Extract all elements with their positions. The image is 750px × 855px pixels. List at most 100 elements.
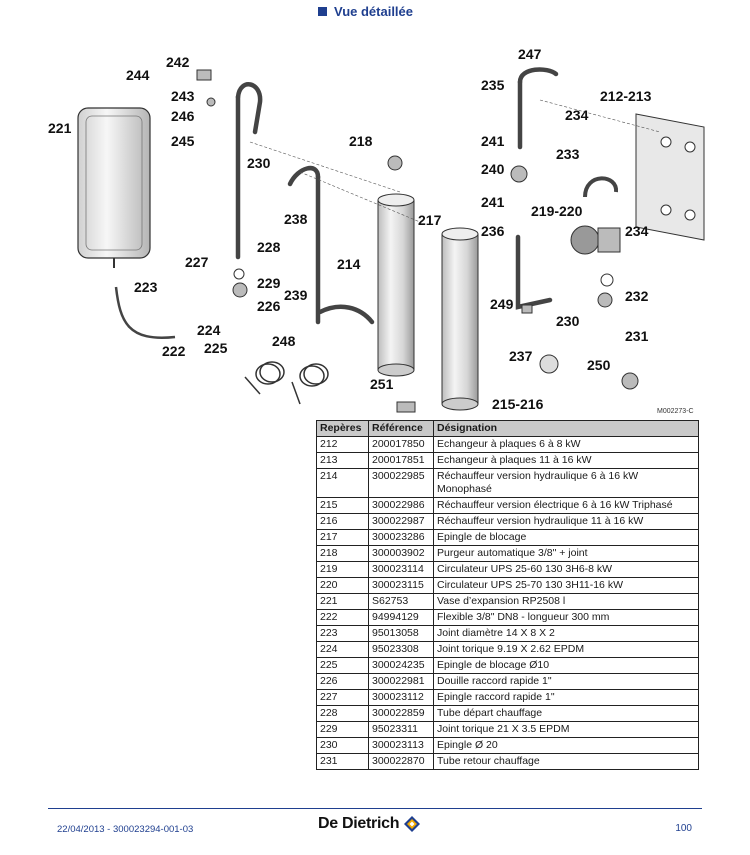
cell-repere: 221 (316, 593, 369, 610)
cell-repere: 223 (316, 625, 369, 642)
cell-designation: Epingle Ø 20 (433, 737, 699, 754)
cell-reference: 300022859 (368, 705, 434, 722)
callout-label: 238 (284, 211, 308, 227)
cell-reference: 300023112 (368, 689, 434, 706)
callout-label: 225 (204, 340, 228, 356)
callout-labels: 242 244 243 246 245 221 223 222 224 225 … (48, 46, 694, 415)
cell-designation: Tube départ chauffage (433, 705, 699, 722)
callout-label: 215-216 (492, 396, 544, 412)
cell-reference: 95023308 (368, 641, 434, 658)
cell-reference: 300022986 (368, 497, 434, 514)
callout-label: 244 (126, 67, 150, 83)
callout-label: 246 (171, 108, 195, 124)
callout-label: 248 (272, 333, 296, 349)
section-title: Vue détaillée (318, 3, 413, 19)
callout-label: 222 (162, 343, 186, 359)
callout-label: 221 (48, 120, 72, 136)
callout-label: 228 (257, 239, 281, 255)
footer-divider (48, 808, 702, 809)
cell-designation: Echangeur à plaques 11 à 16 kW (433, 452, 699, 469)
callout-label: 217 (418, 212, 442, 228)
sensor-coils-part (244, 361, 329, 405)
cell-reference: 300023113 (368, 737, 434, 754)
pump-part (570, 176, 621, 255)
cell-designation: Flexible 3/8" DN8 - longueur 300 mm (433, 609, 699, 626)
callout-label: 250 (587, 357, 611, 373)
cell-reference: 300003902 (368, 545, 434, 562)
cell-repere: 225 (316, 657, 369, 674)
callout-label: 243 (171, 88, 195, 104)
title-square-icon (318, 6, 327, 16)
cell-reference: 94994129 (368, 609, 434, 626)
callout-label: 233 (556, 146, 580, 162)
callout-label: 245 (171, 133, 195, 149)
cell-repere: 224 (316, 641, 369, 658)
callout-label: 249 (490, 296, 514, 312)
table-header-row: Repères Référence Désignation (316, 420, 699, 437)
cell-designation: Epingle de blocage (433, 529, 699, 546)
heating-pipes-part (235, 67, 559, 325)
plate-exchanger-part (635, 113, 705, 241)
hydraulic-heater-part (377, 193, 415, 377)
figure-code: M002273-C (657, 408, 694, 415)
cell-designation: Circulateur UPS 25-60 130 3H6-8 kW (433, 561, 699, 578)
cell-repere: 222 (316, 609, 369, 626)
cell-designation: Vase d’expansion RP2508 l (433, 593, 699, 610)
page-number: 100 (675, 823, 692, 834)
callout-label: 219-220 (531, 203, 583, 219)
exploded-view-diagram: 242 244 243 246 245 221 223 222 224 225 … (48, 46, 705, 415)
footer-date-ref: 22/04/2013 - 300023294-001-03 (57, 824, 194, 835)
small-parts (196, 69, 639, 413)
cell-reference: 300023115 (368, 577, 434, 594)
callout-label: 235 (481, 77, 505, 93)
cell-repere: 220 (316, 577, 369, 594)
callout-label: 241 (481, 133, 505, 149)
cell-repere: 217 (316, 529, 369, 546)
cell-designation: Réchauffeur version hydraulique 6 à 16 k… (433, 468, 699, 498)
header-designation: Désignation (433, 420, 699, 437)
callout-label: 242 (166, 54, 190, 70)
cell-repere: 218 (316, 545, 369, 562)
brand-name: De Dietrich (318, 815, 400, 832)
callout-label: 251 (370, 376, 394, 392)
callout-label: 237 (509, 348, 533, 364)
cell-repere: 219 (316, 561, 369, 578)
cell-reference: 95023311 (368, 721, 434, 738)
cell-repere: 216 (316, 513, 369, 530)
callout-label: 212-213 (600, 88, 652, 104)
electric-heater-part (441, 227, 479, 411)
callout-label: 223 (134, 279, 158, 295)
callout-label: 236 (481, 223, 505, 239)
header-reperes: Repères (316, 420, 369, 437)
callout-label: 224 (197, 322, 221, 338)
callout-label: 218 (349, 133, 373, 149)
cell-repere: 215 (316, 497, 369, 514)
cell-reference: 200017850 (368, 436, 434, 453)
cell-reference: 300023114 (368, 561, 434, 578)
cell-repere: 230 (316, 737, 369, 754)
callout-label: 227 (185, 254, 209, 270)
cell-reference: 300024235 (368, 657, 434, 674)
callout-label: 240 (481, 161, 505, 177)
brand-logo: De Dietrich (318, 815, 421, 833)
cell-designation: Circulateur UPS 25-70 130 3H11-16 kW (433, 577, 699, 594)
cell-reference: 200017851 (368, 452, 434, 469)
brand-diamond-icon (404, 816, 421, 832)
cell-repere: 226 (316, 673, 369, 690)
cell-reference: S62753 (368, 593, 434, 610)
